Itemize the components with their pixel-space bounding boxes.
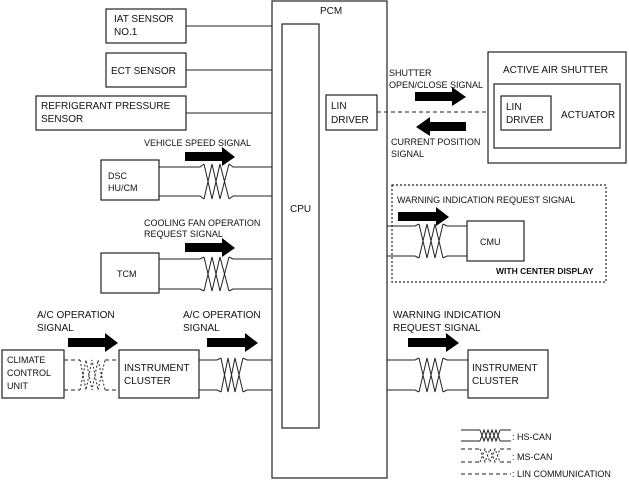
active-air-shutter-label: ACTIVE AIR SHUTTER <box>503 65 608 76</box>
legend-ms-can-icon <box>461 447 511 464</box>
iat-sensor-box <box>105 8 187 44</box>
shutter-lin-driver-box <box>500 95 552 131</box>
climate-control-line3: UNIT <box>7 381 28 391</box>
iat-sensor-line1: IAT SENSOR <box>114 14 174 25</box>
dsc-hs-can-twisted-pair <box>159 163 272 200</box>
climate-control-line2: CONTROL <box>7 368 51 378</box>
legend-ms-can-label: : MS-CAN <box>512 452 553 462</box>
pcm-lin-driver-box <box>325 94 378 131</box>
iat-sensor-line2: NO.1 <box>114 27 138 38</box>
cmu-hs-can-twisted-pair <box>387 223 467 259</box>
cooling-fan-arrow-icon <box>185 238 235 257</box>
ac-operation-signal-1-line1: A/C OPERATION <box>37 310 115 321</box>
vehicle-speed-signal-label: VEHICLE SPEED SIGNAL <box>144 138 251 148</box>
shutter-signal-line2: OPEN/CLOSE SIGNAL <box>389 80 483 90</box>
warning-cmu-arrow-icon <box>398 207 449 226</box>
cluster-pcm-hs-can-twisted-pair <box>199 357 272 393</box>
legend-lin-label: : LIN COMMUNICATION <box>512 469 611 479</box>
legend-hs-can-icon <box>461 428 511 443</box>
warning-cmu-signal-label: WARNING INDICATION REQUEST SIGNAL <box>397 195 575 205</box>
shutter-lin-driver-line2: DRIVER <box>506 115 544 126</box>
ms-can-twisted-pair <box>64 359 119 391</box>
dsc-line1: DSC <box>108 171 128 181</box>
legend: : HS-CAN : MS-CAN : LIN COMMUNICATION <box>461 428 611 479</box>
ac-operation-signal-2-line2: SIGNAL <box>183 323 220 334</box>
actuator-label: ACTUATOR <box>561 110 615 121</box>
refrigerant-sensor-line1: REFRIGERANT PRESSURE <box>41 101 171 112</box>
ac-operation-arrow-1-icon <box>68 333 118 352</box>
ac-operation-arrow-2-icon <box>207 333 258 352</box>
pcm-lin-driver-line1: LIN <box>331 101 347 112</box>
ac-operation-signal-1-line2: SIGNAL <box>37 323 74 334</box>
cpu-box <box>281 23 320 429</box>
warning-cluster-signal-line2: REQUEST SIGNAL <box>393 323 481 334</box>
current-position-line1: CURRENT POSITION <box>391 137 480 147</box>
ac-operation-signal-2-line1: A/C OPERATION <box>183 310 261 321</box>
warning-cluster-arrow-icon <box>408 333 459 352</box>
cooling-fan-signal-line1: COOLING FAN OPERATION <box>144 218 260 228</box>
shutter-open-close-arrow-icon <box>415 87 466 106</box>
pcm-label: PCM <box>320 6 342 17</box>
climate-control-line1: CLIMATE <box>7 355 45 365</box>
instrument-cluster-right-box <box>467 349 549 399</box>
dsc-line2: HU/CM <box>108 183 138 193</box>
instrument-cluster-right-hs-can-twisted-pair <box>387 357 468 393</box>
tcm-label: TCM <box>117 269 137 279</box>
vehicle-speed-arrow-icon <box>185 147 235 166</box>
cpu-label: CPU <box>290 204 311 215</box>
shutter-signal-line1: SHUTTER <box>389 68 432 78</box>
instrument-cluster-left-box <box>118 349 200 399</box>
current-position-line2: SIGNAL <box>391 149 424 159</box>
shutter-lin-driver-line1: LIN <box>506 102 522 113</box>
center-display-group <box>391 184 607 283</box>
instrument-cluster-right-line2: CLUSTER <box>472 376 519 387</box>
ect-sensor-label: ECT SENSOR <box>111 66 176 77</box>
current-position-arrow-icon <box>416 117 466 136</box>
refrigerant-sensor-line2: SENSOR <box>41 114 83 125</box>
cmu-box <box>466 220 525 262</box>
climate-control-unit-box <box>1 349 65 399</box>
warning-cluster-signal-line1: WARNING INDICATION <box>393 310 501 321</box>
cmu-label: CMU <box>480 237 501 247</box>
center-display-note: WITH CENTER DISPLAY <box>496 266 594 276</box>
dsc-box <box>100 159 160 201</box>
tcm-box <box>100 252 160 294</box>
instrument-cluster-right-line1: INSTRUMENT <box>472 363 538 374</box>
cooling-fan-signal-line2: REQUEST SIGNAL <box>144 229 223 239</box>
instrument-cluster-left-line2: CLUSTER <box>124 376 171 387</box>
instrument-cluster-left-line1: INSTRUMENT <box>124 363 190 374</box>
legend-hs-can-label: : HS-CAN <box>512 432 552 442</box>
tcm-hs-can-twisted-pair <box>159 256 272 292</box>
pcm-lin-driver-line2: DRIVER <box>331 115 369 126</box>
